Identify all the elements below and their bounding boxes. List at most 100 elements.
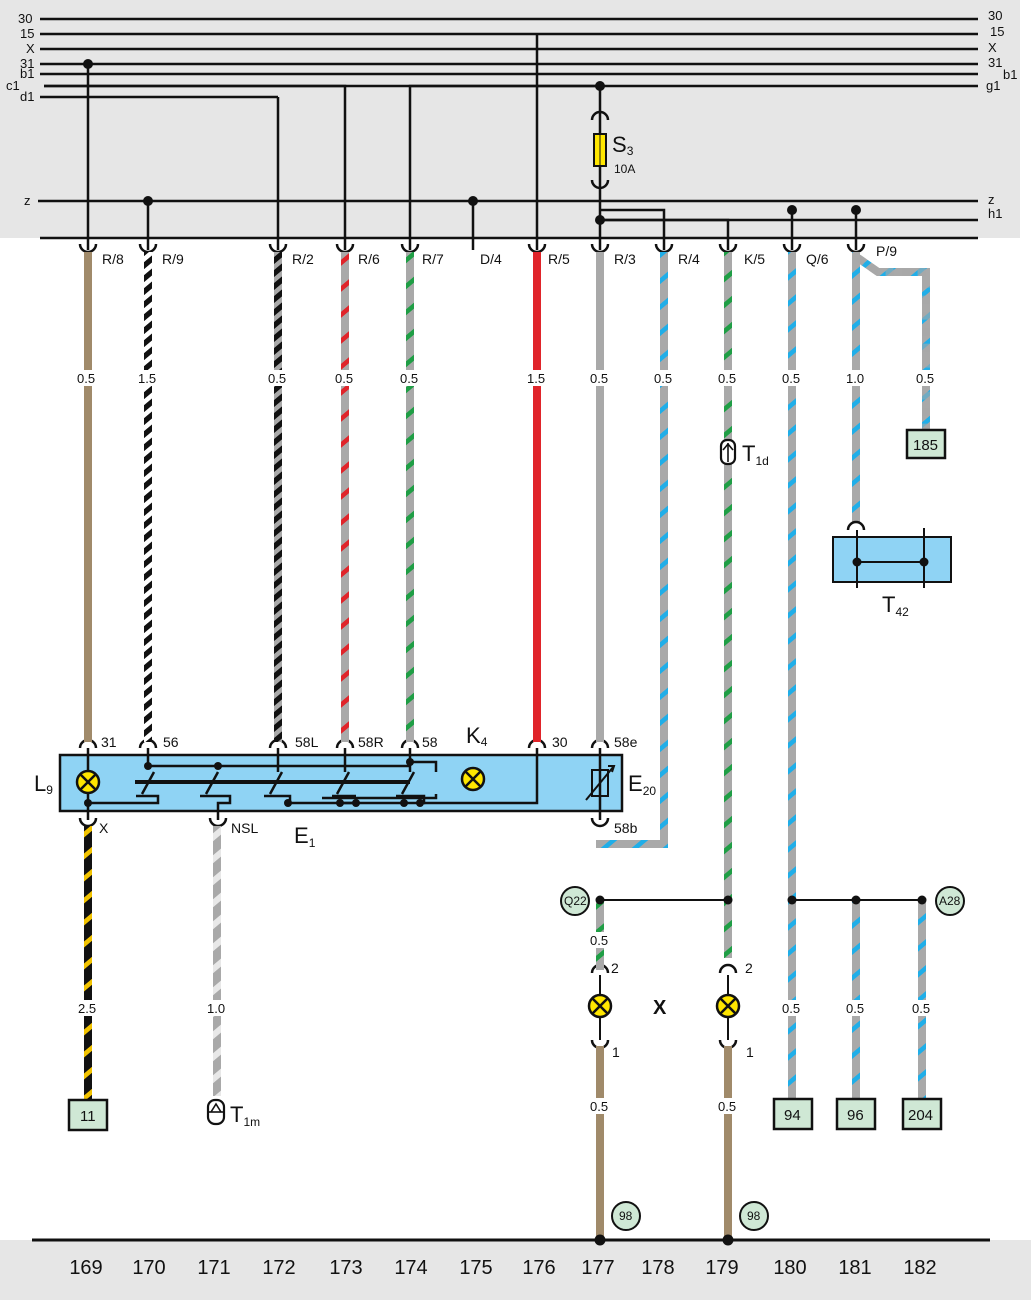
pin-label: 58b bbox=[614, 820, 638, 836]
gauge-label: 1.5 bbox=[527, 371, 545, 386]
t1m-label: T1m bbox=[230, 1102, 260, 1129]
connector-cup bbox=[400, 243, 420, 254]
light-switch-e1[interactable] bbox=[58, 748, 624, 820]
k4-label: K4 bbox=[466, 723, 488, 749]
feed-lines bbox=[44, 34, 858, 250]
bus-label: X bbox=[988, 40, 997, 55]
connector-label: Q/6 bbox=[806, 251, 829, 267]
gauge-label: 0.5 bbox=[718, 371, 736, 386]
ground-point-q22[interactable]: Q22 bbox=[560, 886, 590, 916]
pin-label: X bbox=[99, 820, 109, 836]
connector-cup bbox=[335, 243, 355, 254]
connector-cup bbox=[138, 243, 158, 254]
ground-dot bbox=[594, 1234, 606, 1246]
gauge-label: 0.5 bbox=[916, 371, 934, 386]
bus-label: 30 bbox=[988, 8, 1002, 23]
wire-174 bbox=[406, 252, 414, 742]
rheostat-e20 bbox=[585, 765, 616, 801]
pin-label: 30 bbox=[552, 734, 568, 750]
bus-labels-left: 30 15 X 31 b1 c1 d1 z bbox=[6, 11, 35, 208]
wire-180 bbox=[788, 252, 796, 1098]
lamp-pin-labels: 2 2 1 1 bbox=[611, 960, 754, 1060]
fuse-s3[interactable]: S3 10A bbox=[590, 110, 635, 190]
wire-170 bbox=[144, 252, 152, 742]
bus-label: d1 bbox=[20, 89, 34, 104]
connector-label: P/9 bbox=[876, 243, 897, 259]
connector-cup bbox=[590, 817, 610, 828]
bus-label: b1 bbox=[1003, 67, 1017, 82]
fuse-rating: 10A bbox=[614, 162, 635, 176]
gauge-labels-lower: 2.5 1.0 0.5 0.5 0.5 0.5 0.5 0.5 bbox=[74, 932, 936, 1114]
bus-label: z bbox=[24, 193, 31, 208]
ground-links bbox=[599, 899, 922, 1040]
svg-text:98: 98 bbox=[619, 1209, 633, 1223]
wire-173 bbox=[341, 252, 349, 742]
bus-label: 15 bbox=[990, 24, 1004, 39]
pin-label: 58L bbox=[295, 734, 319, 750]
wire-179-lower bbox=[724, 1046, 732, 1240]
t1d-label: T1d bbox=[742, 441, 769, 468]
connector-label: R/9 bbox=[162, 251, 184, 267]
lamp-group-label: X bbox=[653, 997, 667, 1019]
pin-label: NSL bbox=[231, 820, 258, 836]
wire-177-lower bbox=[596, 1046, 604, 1240]
gauge-label: 1.5 bbox=[138, 371, 156, 386]
column-number: 178 bbox=[641, 1257, 674, 1279]
lamp-x-left bbox=[587, 993, 613, 1019]
ground-point-a28[interactable]: A28 bbox=[935, 886, 965, 916]
gauge-label: 1.0 bbox=[846, 371, 864, 386]
t42-label: T42 bbox=[882, 592, 909, 619]
bus-label: h1 bbox=[988, 206, 1002, 221]
wire-172 bbox=[274, 252, 282, 742]
connector-label: D/4 bbox=[480, 251, 502, 267]
svg-text:2: 2 bbox=[745, 960, 753, 976]
pin-label: 56 bbox=[163, 734, 179, 750]
bottom-panel bbox=[0, 1240, 1031, 1300]
svg-text:0.5: 0.5 bbox=[590, 933, 608, 948]
column-number: 172 bbox=[262, 1257, 295, 1279]
bus-label: 30 bbox=[18, 11, 32, 26]
bus-label: 31 bbox=[988, 55, 1002, 70]
wire-178-return bbox=[596, 840, 668, 848]
connector-cups bbox=[78, 243, 866, 1050]
wire-178 bbox=[660, 252, 668, 848]
ref-box-204[interactable]: 204 bbox=[901, 1097, 943, 1131]
column-number: 176 bbox=[522, 1257, 555, 1279]
ref-box-94[interactable]: 94 bbox=[772, 1097, 814, 1131]
wires-lower bbox=[84, 826, 926, 1240]
column-number: 175 bbox=[459, 1257, 492, 1279]
connector-label: R/8 bbox=[102, 251, 124, 267]
wire-181 bbox=[852, 252, 860, 522]
svg-text:0.5: 0.5 bbox=[590, 1099, 608, 1114]
ref-box-11[interactable]: 11 bbox=[67, 1098, 109, 1132]
wire-176 bbox=[533, 252, 541, 742]
gauge-label: 0.5 bbox=[400, 371, 418, 386]
connector-cup bbox=[78, 243, 98, 254]
ref-box-185[interactable]: 185 bbox=[905, 428, 947, 460]
ground-point-98-left[interactable]: 98 bbox=[611, 1201, 641, 1231]
column-number: 173 bbox=[329, 1257, 362, 1279]
connector-cup bbox=[782, 243, 802, 254]
ground-point-98-right[interactable]: 98 bbox=[739, 1201, 769, 1231]
svg-text:Q22: Q22 bbox=[564, 894, 587, 908]
connector-t1d[interactable]: T1d bbox=[719, 438, 769, 468]
ground-dot bbox=[722, 1234, 734, 1246]
pin-label: 31 bbox=[101, 734, 117, 750]
column-number: 177 bbox=[581, 1257, 614, 1279]
gauge-label: 0.5 bbox=[335, 371, 353, 386]
gauge-label: 0.5 bbox=[268, 371, 286, 386]
svg-text:A28: A28 bbox=[939, 894, 961, 908]
gauge-label: 0.5 bbox=[77, 371, 95, 386]
ref-box-96[interactable]: 96 bbox=[835, 1097, 877, 1131]
lamp-l9 bbox=[75, 769, 101, 795]
svg-text:2.5: 2.5 bbox=[78, 1001, 96, 1016]
connector-t1m[interactable]: T1m bbox=[206, 1098, 260, 1129]
wires-upper bbox=[84, 252, 930, 1098]
connector-cup bbox=[718, 963, 738, 974]
pin-label: 58e bbox=[614, 734, 638, 750]
connector-t42[interactable]: T42 bbox=[832, 520, 952, 619]
e1-label: E1 bbox=[294, 823, 316, 850]
svg-text:1: 1 bbox=[612, 1044, 620, 1060]
bus-label: b1 bbox=[20, 66, 34, 81]
